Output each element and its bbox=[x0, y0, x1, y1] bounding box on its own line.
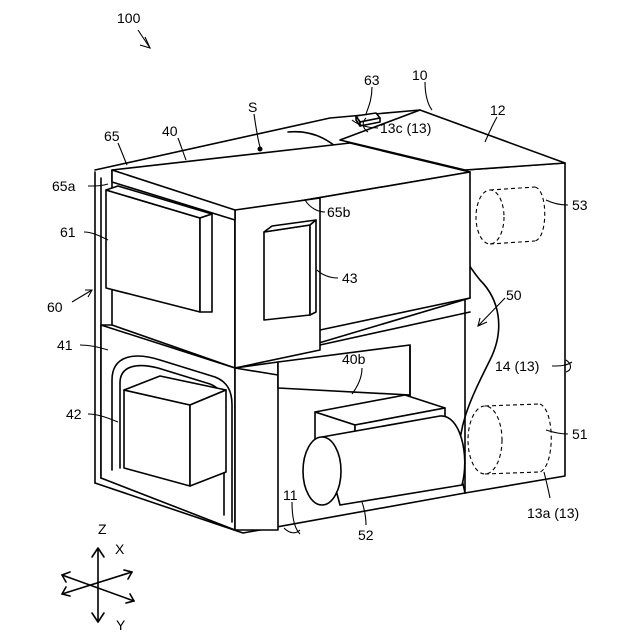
leader-52 bbox=[362, 502, 366, 525]
housing-side-face bbox=[465, 163, 565, 493]
point-s-marker bbox=[258, 147, 263, 152]
label-61: 61 bbox=[60, 224, 76, 240]
label-11: 11 bbox=[283, 487, 298, 503]
label-13c: 13c (13) bbox=[380, 120, 431, 136]
compartment-41-side bbox=[235, 368, 278, 530]
label-65: 65 bbox=[104, 128, 120, 144]
cylinder-52-end bbox=[303, 437, 341, 505]
label-51: 51 bbox=[572, 426, 588, 442]
axis-label-z: Z bbox=[98, 521, 107, 537]
leader-40 bbox=[178, 138, 186, 160]
hook-14 bbox=[566, 360, 571, 372]
label-65a: 65a bbox=[52, 178, 76, 194]
leader-63 bbox=[366, 87, 372, 114]
axis-label-x: X bbox=[115, 541, 125, 557]
label-40b: 40b bbox=[342, 351, 366, 367]
component-43-side bbox=[310, 220, 316, 315]
label-41: 41 bbox=[57, 337, 73, 353]
label-50: 50 bbox=[506, 287, 522, 303]
component-42 bbox=[124, 376, 226, 486]
label-60: 60 bbox=[47, 299, 63, 315]
component-61-side bbox=[200, 214, 212, 312]
label-s: S bbox=[248, 99, 257, 115]
leader-11 bbox=[292, 502, 300, 534]
leader-65a bbox=[88, 184, 108, 186]
label-10: 10 bbox=[412, 67, 428, 83]
label-65b: 65b bbox=[327, 204, 351, 220]
label-53: 53 bbox=[572, 197, 588, 213]
leader-65 bbox=[118, 143, 127, 165]
leader-10 bbox=[425, 82, 432, 110]
label-43: 43 bbox=[342, 270, 358, 286]
label-14: 14 (13) bbox=[495, 358, 539, 374]
component-42-side bbox=[190, 390, 226, 486]
axis-label-y: Y bbox=[116, 617, 126, 633]
label-63: 63 bbox=[364, 72, 380, 88]
label-52: 52 bbox=[358, 527, 374, 543]
label-13a: 13a (13) bbox=[527, 505, 579, 521]
component-43 bbox=[264, 220, 316, 320]
axis-indicator bbox=[62, 548, 134, 622]
label-40: 40 bbox=[162, 123, 178, 139]
label-42: 42 bbox=[66, 406, 82, 422]
label-100: 100 bbox=[117, 10, 141, 26]
component-43-front bbox=[264, 225, 310, 320]
leader-s bbox=[254, 114, 260, 147]
label-12: 12 bbox=[490, 102, 506, 118]
axis-y-line bbox=[62, 572, 132, 594]
leader-61 bbox=[84, 232, 108, 240]
